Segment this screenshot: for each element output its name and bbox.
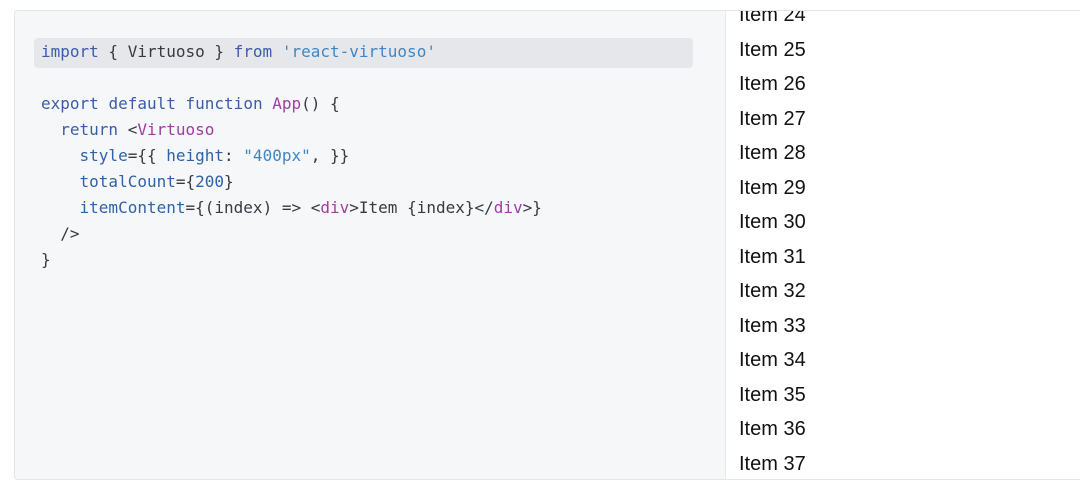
code-line[interactable]: totalCount={200} bbox=[41, 169, 715, 195]
code-token bbox=[272, 42, 282, 61]
code-editor[interactable]: import { Virtuoso } from 'react-virtuoso… bbox=[15, 11, 726, 479]
code-token: from bbox=[233, 42, 273, 61]
code-token: 200 bbox=[195, 172, 225, 191]
code-token bbox=[176, 94, 186, 113]
code-token: default bbox=[108, 94, 176, 113]
code-token bbox=[41, 120, 60, 139]
code-line[interactable]: /> bbox=[41, 221, 715, 247]
code-token: 'react-virtuoso' bbox=[281, 42, 436, 61]
code-token: >Item {index}</ bbox=[349, 198, 494, 217]
virtuoso-list[interactable]: Item 24 Item 25 Item 26 Item 27 Item 28 Item … bbox=[739, 11, 806, 479]
playground-frame: import { Virtuoso } from 'react-virtuoso… bbox=[14, 10, 1080, 480]
code-token: : bbox=[224, 146, 244, 165]
code-line[interactable]: export default function App() { bbox=[41, 91, 715, 117]
code-token: itemContent bbox=[79, 198, 186, 217]
code-token bbox=[41, 172, 80, 191]
code-token: () { bbox=[301, 94, 340, 113]
code-token: Virtuoso bbox=[137, 120, 215, 139]
code-line[interactable]: } bbox=[41, 247, 715, 273]
code-token: App bbox=[272, 94, 302, 113]
code-token bbox=[263, 94, 273, 113]
code-line[interactable] bbox=[41, 65, 715, 91]
code-token: < bbox=[118, 120, 138, 139]
code-token: , }} bbox=[310, 146, 350, 165]
code-token: return bbox=[60, 120, 119, 139]
code-token: ={{ bbox=[127, 146, 167, 165]
list-item: Item 27 bbox=[739, 107, 806, 130]
code-token: } bbox=[224, 172, 234, 191]
code-token: } bbox=[41, 250, 51, 269]
code-token: div bbox=[320, 198, 350, 217]
list-item: Item 24 bbox=[739, 11, 806, 26]
code-token: div bbox=[493, 198, 523, 217]
list-item: Item 33 bbox=[739, 314, 806, 337]
code-token: function bbox=[185, 94, 263, 113]
list-item: Item 25 bbox=[739, 38, 806, 61]
code-token bbox=[41, 146, 80, 165]
code-block[interactable]: import { Virtuoso } from 'react-virtuoso… bbox=[34, 38, 715, 273]
list-item: Item 36 bbox=[739, 418, 806, 440]
code-token: style bbox=[79, 146, 128, 165]
code-token: export bbox=[41, 94, 99, 113]
code-token: import bbox=[41, 42, 99, 61]
preview-pane[interactable]: Item 24 Item 25 Item 26 Item 27 Item 28 Item … bbox=[726, 11, 1080, 479]
code-token: >} bbox=[522, 198, 542, 217]
code-line[interactable]: return <Virtuoso bbox=[41, 117, 715, 143]
code-line[interactable]: itemContent={(index) => <div>Item {index… bbox=[41, 195, 715, 221]
list-item: Item 30 bbox=[739, 211, 806, 233]
code-token: height bbox=[166, 146, 225, 165]
list-item: Item 34 bbox=[739, 349, 806, 371]
code-token: ={(index) => < bbox=[185, 198, 321, 217]
list-item: Item 37 bbox=[739, 452, 806, 475]
list-item: Item 28 bbox=[739, 142, 806, 164]
list-item: Item 29 bbox=[739, 176, 806, 199]
list-item: Item 26 bbox=[739, 73, 806, 95]
list-item: Item 32 bbox=[739, 280, 806, 302]
code-token: { Virtuoso } bbox=[98, 42, 234, 61]
code-token bbox=[99, 94, 109, 113]
code-token: ={ bbox=[175, 172, 196, 191]
code-token: "400px" bbox=[243, 146, 311, 165]
code-line[interactable]: import { Virtuoso } from 'react-virtuoso… bbox=[34, 38, 715, 68]
list-item: Item 31 bbox=[739, 245, 806, 268]
code-token: /> bbox=[41, 224, 80, 243]
code-token: totalCount bbox=[79, 172, 176, 191]
list-item: Item 35 bbox=[739, 383, 806, 406]
code-token bbox=[41, 198, 80, 217]
code-line[interactable]: style={{ height: "400px", }} bbox=[41, 143, 715, 169]
